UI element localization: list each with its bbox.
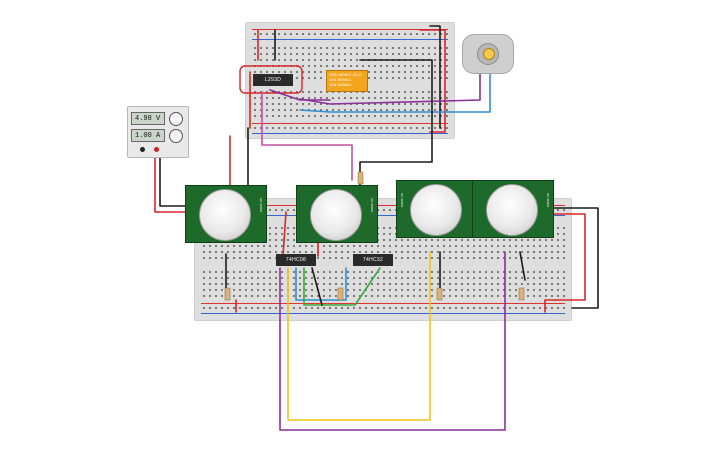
- chip-74hc08-label: 74HC08: [285, 257, 307, 263]
- pir-sensor-icon[interactable]: HC-SR501: [396, 180, 478, 238]
- current-display: 1.00 A: [131, 129, 165, 142]
- voltage-knob[interactable]: [169, 112, 183, 126]
- pir-label: HC-SR501: [259, 198, 263, 213]
- chip-74hc32-label: 74HC32: [362, 257, 384, 263]
- pir-sensor-icon[interactable]: HC-SR501: [472, 180, 554, 238]
- relay-line2: 10A 125VAC: [329, 82, 352, 87]
- l293d-label: L293D: [264, 77, 282, 83]
- relay-line1: 10A 250VAC: [329, 77, 352, 82]
- pir-label: HC-SR501: [546, 193, 550, 208]
- dc-motor-icon[interactable]: [462, 34, 514, 74]
- relay-label: SRD-05VDC-SL-C: [329, 72, 363, 77]
- chip-74hc08[interactable]: 74HC08: [276, 254, 316, 266]
- voltage-display: 4.98 V: [131, 112, 165, 125]
- pir-sensor-icon[interactable]: HC-SR501: [296, 185, 378, 243]
- chip-74hc32[interactable]: 74HC32: [353, 254, 393, 266]
- pir-sensor-icon[interactable]: HC-SR501: [185, 185, 267, 243]
- power-supply-icon[interactable]: 4.98 V 1.00 A: [127, 106, 189, 158]
- current-knob[interactable]: [169, 129, 183, 143]
- resistor-icon: [224, 171, 525, 301]
- breadboard-top: [245, 22, 455, 139]
- l293d-chip[interactable]: L293D: [253, 74, 293, 86]
- pir-label: HC-SR501: [400, 193, 404, 208]
- pir-label: HC-SR501: [370, 198, 374, 213]
- relay-module[interactable]: SRD-05VDC-SL-C 10A 250VAC 10A 125VAC: [326, 70, 368, 92]
